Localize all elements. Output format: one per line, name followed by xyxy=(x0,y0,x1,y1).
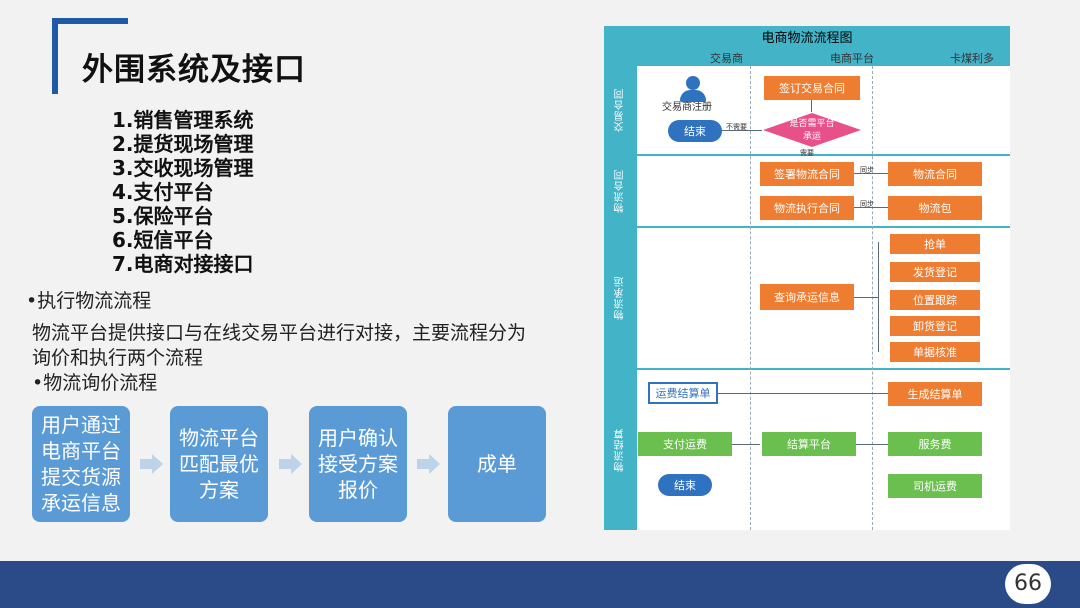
systems-list-item: 2.提货现场管理 xyxy=(112,132,254,156)
sign-logistics-contract-box: 签署物流合同 xyxy=(760,162,854,186)
step-doc-approve: 单据核准 xyxy=(890,342,980,362)
query-carrying-info-box: 查询承运信息 xyxy=(760,284,854,310)
step-unload-register: 卸货登记 xyxy=(890,316,980,336)
connector-line xyxy=(854,173,888,174)
lane-logistics-settlement: 物流结算 xyxy=(604,370,1010,530)
connector-line xyxy=(854,207,888,208)
description-line-2: 询价和执行两个流程 xyxy=(32,347,204,369)
flowchart-title: 电商物流流程图 xyxy=(604,26,1010,52)
lane-trade-contract: 交易合同 xyxy=(604,66,1010,156)
logistics-contract-box: 物流合同 xyxy=(888,162,982,186)
systems-list-item: 3.交收现场管理 xyxy=(112,156,254,180)
column-platform: 电商平台 xyxy=(830,52,874,65)
logistics-package-box: 物流包 xyxy=(888,196,982,220)
flowchart-column-header-bar xyxy=(604,52,1010,66)
end-node: 结束 xyxy=(668,120,722,142)
lane-logistics-contract: 物流合同 xyxy=(604,156,1010,228)
generate-settlement-box: 生成结算单 xyxy=(888,382,982,406)
settlement-platform-box: 结算平台 xyxy=(762,432,856,456)
no-need-label: 不需要 xyxy=(726,123,747,131)
bullet-inquiry-flow: •物流询价流程 xyxy=(32,372,158,394)
end-node: 结束 xyxy=(658,474,712,496)
logistics-flowchart: 电商物流流程图 交易商 电商平台 卡煤利多 交易合同 物流合同 物流承运 物流结… xyxy=(604,26,1010,530)
page-number: 66 xyxy=(1005,564,1051,604)
title-bracket-decoration xyxy=(52,18,128,94)
lane-label: 物流承运 xyxy=(615,276,626,320)
process-step-submit: 用户通过电商平台提交货源承运信息 xyxy=(32,406,130,522)
process-step-confirm: 用户确认接受方案报价 xyxy=(309,406,407,522)
column-divider xyxy=(750,66,751,530)
person-icon xyxy=(686,76,700,90)
person-icon-body xyxy=(680,90,706,102)
connector-line xyxy=(854,297,878,298)
connector-line xyxy=(811,100,812,112)
connector-line xyxy=(878,242,879,352)
systems-list-item: 7.电商对接接口 xyxy=(112,252,254,276)
systems-list-item: 4.支付平台 xyxy=(112,180,214,204)
step-ship-register: 发货登记 xyxy=(890,262,980,282)
column-carrier: 卡煤利多 xyxy=(950,52,994,65)
trader-register-label: 交易商注册 xyxy=(662,102,712,113)
connector-line xyxy=(856,444,888,445)
column-trader: 交易商 xyxy=(710,52,743,65)
description-line-1: 物流平台提供接口与在线交易平台进行对接，主要流程分为 xyxy=(32,322,527,344)
systems-list-item: 6.短信平台 xyxy=(112,228,214,252)
step-location-track: 位置跟踪 xyxy=(890,290,980,310)
decision-label: 是否需平台承运 xyxy=(789,119,835,142)
decision-diamond xyxy=(763,113,861,147)
freight-settlement-box: 运费结算单 xyxy=(648,382,718,404)
sign-trade-contract-box: 签订交易合同 xyxy=(764,76,860,100)
connector-line xyxy=(732,444,760,445)
lane-logistics-carrying: 物流承运 xyxy=(604,228,1010,370)
driver-freight-box: 司机运费 xyxy=(888,474,982,498)
sync-label: 同步 xyxy=(860,166,874,174)
connector-line xyxy=(722,130,762,131)
step-grab-order: 抢单 xyxy=(890,234,980,254)
process-step-match: 物流平台匹配最优方案 xyxy=(170,406,268,522)
systems-list-item: 5.保险平台 xyxy=(112,204,214,228)
page-title: 外围系统及接口 xyxy=(82,52,306,88)
lane-label: 物流结算 xyxy=(615,428,626,472)
systems-list: 1.销售管理系统 2.提货现场管理 3.交收现场管理 4.支付平台 5.保险平台… xyxy=(112,108,254,276)
footer-bar xyxy=(0,561,1080,608)
sync-label: 同步 xyxy=(860,200,874,208)
process-step-deal: 成单 xyxy=(448,406,546,522)
systems-list-item: 1.销售管理系统 xyxy=(112,108,254,132)
column-divider xyxy=(872,66,873,530)
bullet-exec-flow: •执行物流流程 xyxy=(26,290,152,312)
lane-label: 物流合同 xyxy=(615,169,626,213)
need-label: 需要 xyxy=(800,149,814,157)
exec-contract-box: 物流执行合同 xyxy=(760,196,854,220)
lane-label: 交易合同 xyxy=(615,88,626,132)
connector-line xyxy=(718,393,888,394)
service-fee-box: 服务费 xyxy=(888,432,982,456)
pay-freight-box: 支付运费 xyxy=(638,432,732,456)
